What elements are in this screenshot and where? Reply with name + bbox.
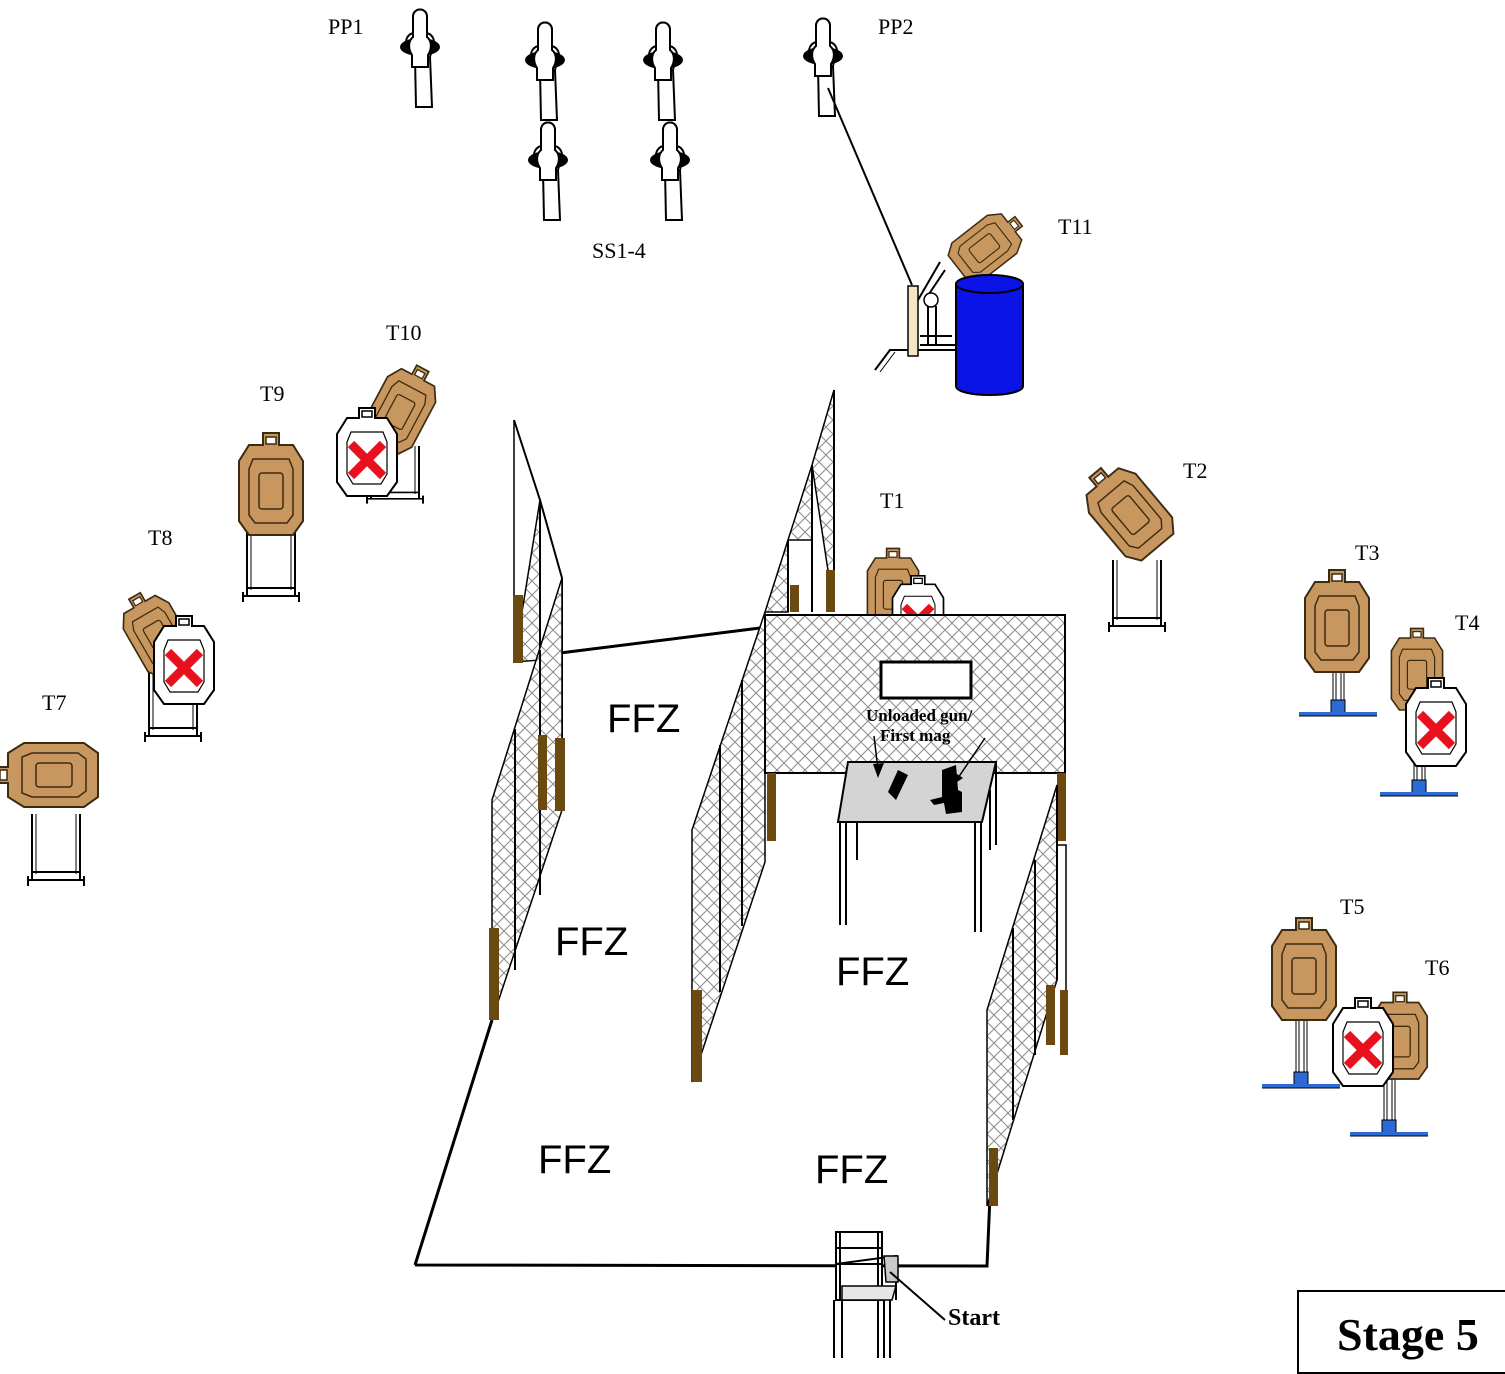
swinger-mechanism bbox=[874, 261, 955, 373]
target-t9 bbox=[238, 432, 304, 603]
ffz-zone-4: FFZ bbox=[538, 1138, 612, 1182]
table bbox=[836, 761, 998, 932]
target-t10 bbox=[337, 354, 448, 505]
ffz-zone-5: FFZ bbox=[815, 1148, 889, 1192]
left-wall bbox=[489, 419, 565, 1021]
label-t9: T9 bbox=[260, 381, 285, 406]
start-label: Start bbox=[948, 1305, 1000, 1331]
front-wall-with-window bbox=[764, 614, 1066, 841]
arrow-to-pistol bbox=[957, 737, 986, 779]
popper-pp1 bbox=[399, 8, 441, 108]
steel-ss2 bbox=[642, 21, 684, 121]
activator-cable bbox=[827, 87, 913, 286]
label-t8: T8 bbox=[148, 525, 173, 550]
ffz-zone-3: FFZ bbox=[836, 950, 910, 994]
table-note-line1: Unloaded gun/ bbox=[866, 706, 973, 725]
magazine-icon bbox=[888, 770, 908, 800]
label-ss: SS1-4 bbox=[592, 238, 646, 263]
start-chair bbox=[833, 1231, 899, 1358]
label-t7: T7 bbox=[42, 690, 67, 715]
label-t6: T6 bbox=[1425, 955, 1450, 980]
start-pointer bbox=[889, 1271, 946, 1321]
stage-title: Stage 5 bbox=[1337, 1309, 1479, 1360]
arrow-head-magazine bbox=[873, 763, 884, 778]
label-t10: T10 bbox=[386, 320, 422, 345]
target-t2 bbox=[1070, 452, 1182, 633]
label-t4: T4 bbox=[1455, 610, 1480, 635]
label-t11: T11 bbox=[1058, 214, 1093, 239]
target-t5 bbox=[1260, 917, 1342, 1090]
ffz-zone-2: FFZ bbox=[555, 920, 629, 964]
arrow-head-pistol bbox=[951, 772, 963, 786]
label-t5: T5 bbox=[1340, 894, 1365, 919]
popper-pp2 bbox=[802, 17, 844, 117]
target-t4 bbox=[1378, 627, 1466, 798]
blue-barrel bbox=[955, 274, 1024, 396]
center-wall bbox=[691, 389, 835, 1083]
label-pp1: PP1 bbox=[328, 14, 364, 39]
target-t6 bbox=[1333, 991, 1430, 1138]
steel-ss3 bbox=[527, 121, 569, 221]
label-t1: T1 bbox=[880, 488, 905, 513]
label-pp2: PP2 bbox=[878, 14, 914, 39]
stage-title-box: Stage 5 bbox=[1297, 1290, 1505, 1374]
label-t3: T3 bbox=[1355, 540, 1380, 565]
target-t3 bbox=[1297, 569, 1379, 718]
steel-ss1 bbox=[524, 21, 566, 121]
target-t7 bbox=[0, 742, 99, 887]
label-t2: T2 bbox=[1183, 458, 1208, 483]
table-note-line2: First mag bbox=[880, 726, 951, 745]
steel-ss4 bbox=[649, 121, 691, 221]
right-wall bbox=[986, 784, 1068, 1207]
ffz-zone-1: FFZ bbox=[607, 697, 681, 741]
target-t8 bbox=[111, 582, 214, 743]
